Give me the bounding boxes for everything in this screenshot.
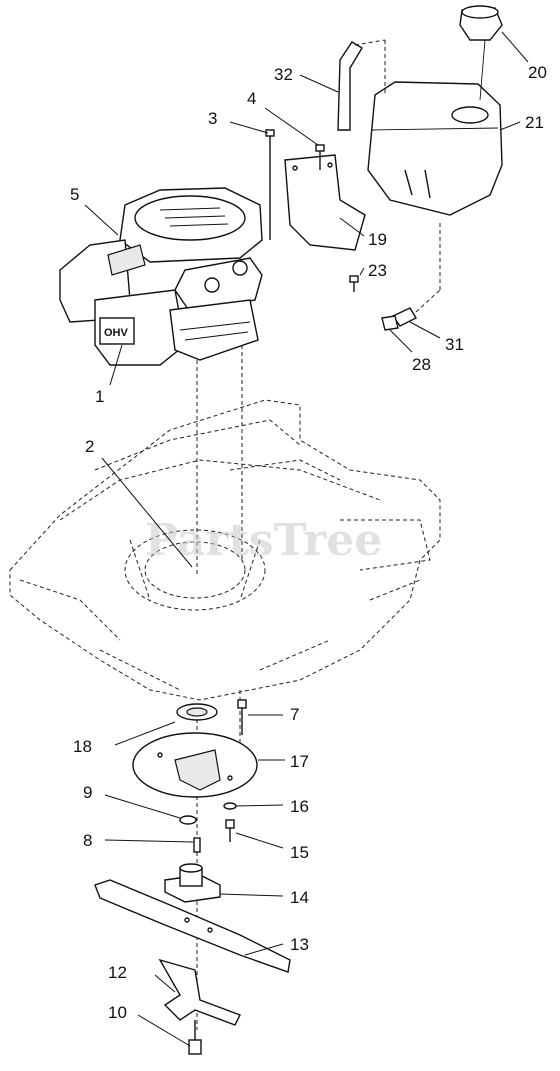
washer-16 xyxy=(223,802,237,810)
ohv-badge xyxy=(99,317,135,345)
leader-lines xyxy=(84,31,529,1047)
callout-10: 10 xyxy=(108,1003,127,1022)
bearing xyxy=(176,703,218,721)
fuel-line-tube xyxy=(337,41,363,131)
callout-19: 19 xyxy=(368,230,387,249)
callout-23: 23 xyxy=(368,261,387,280)
callout-15: 15 xyxy=(290,843,309,862)
callout-16: 16 xyxy=(290,797,309,816)
fuel-fitting xyxy=(381,307,417,331)
callout-2: 2 xyxy=(85,437,94,456)
watermark: PartsTree xyxy=(145,515,382,566)
callout-7: 7 xyxy=(290,705,299,724)
key-8 xyxy=(193,837,201,853)
screw-7 xyxy=(237,699,247,735)
callout-1: 1 xyxy=(95,387,104,406)
callout-28: 28 xyxy=(412,355,431,374)
fuel-tank xyxy=(367,81,503,216)
tank-bracket xyxy=(284,154,366,251)
mower-blade xyxy=(94,879,291,973)
callout-labels: 1 2 3 4 5 7 8 9 10 12 13 14 15 16 17 18 … xyxy=(70,63,547,1022)
callout-17: 17 xyxy=(290,752,309,771)
engine-assembly: OHV xyxy=(59,187,263,366)
callout-18: 18 xyxy=(73,737,92,756)
bolt-3 xyxy=(265,129,275,240)
callout-20: 20 xyxy=(528,63,547,82)
blade-stiffener xyxy=(158,958,241,1026)
callout-4: 4 xyxy=(247,89,256,108)
callout-31: 31 xyxy=(445,335,464,354)
blade-baffle xyxy=(132,732,258,798)
callout-12: 12 xyxy=(108,963,127,982)
fuel-cap xyxy=(459,5,503,41)
callout-9: 9 xyxy=(83,783,92,802)
callout-5: 5 xyxy=(70,185,79,204)
callout-3: 3 xyxy=(208,109,217,128)
callout-13: 13 xyxy=(290,935,309,954)
engine-decal xyxy=(107,244,146,276)
callout-21: 21 xyxy=(525,113,544,132)
washer-9 xyxy=(179,815,197,825)
mower-deck xyxy=(9,399,441,701)
ohv-badge-text: OHV xyxy=(104,327,129,339)
callout-8: 8 xyxy=(83,831,92,850)
screw-23 xyxy=(349,275,359,292)
callout-14: 14 xyxy=(290,888,309,907)
callout-32: 32 xyxy=(274,65,293,84)
bolt-4 xyxy=(315,144,325,170)
blade-adapter xyxy=(164,863,221,903)
blade-bolt xyxy=(188,1020,202,1055)
screw-15 xyxy=(225,819,235,842)
